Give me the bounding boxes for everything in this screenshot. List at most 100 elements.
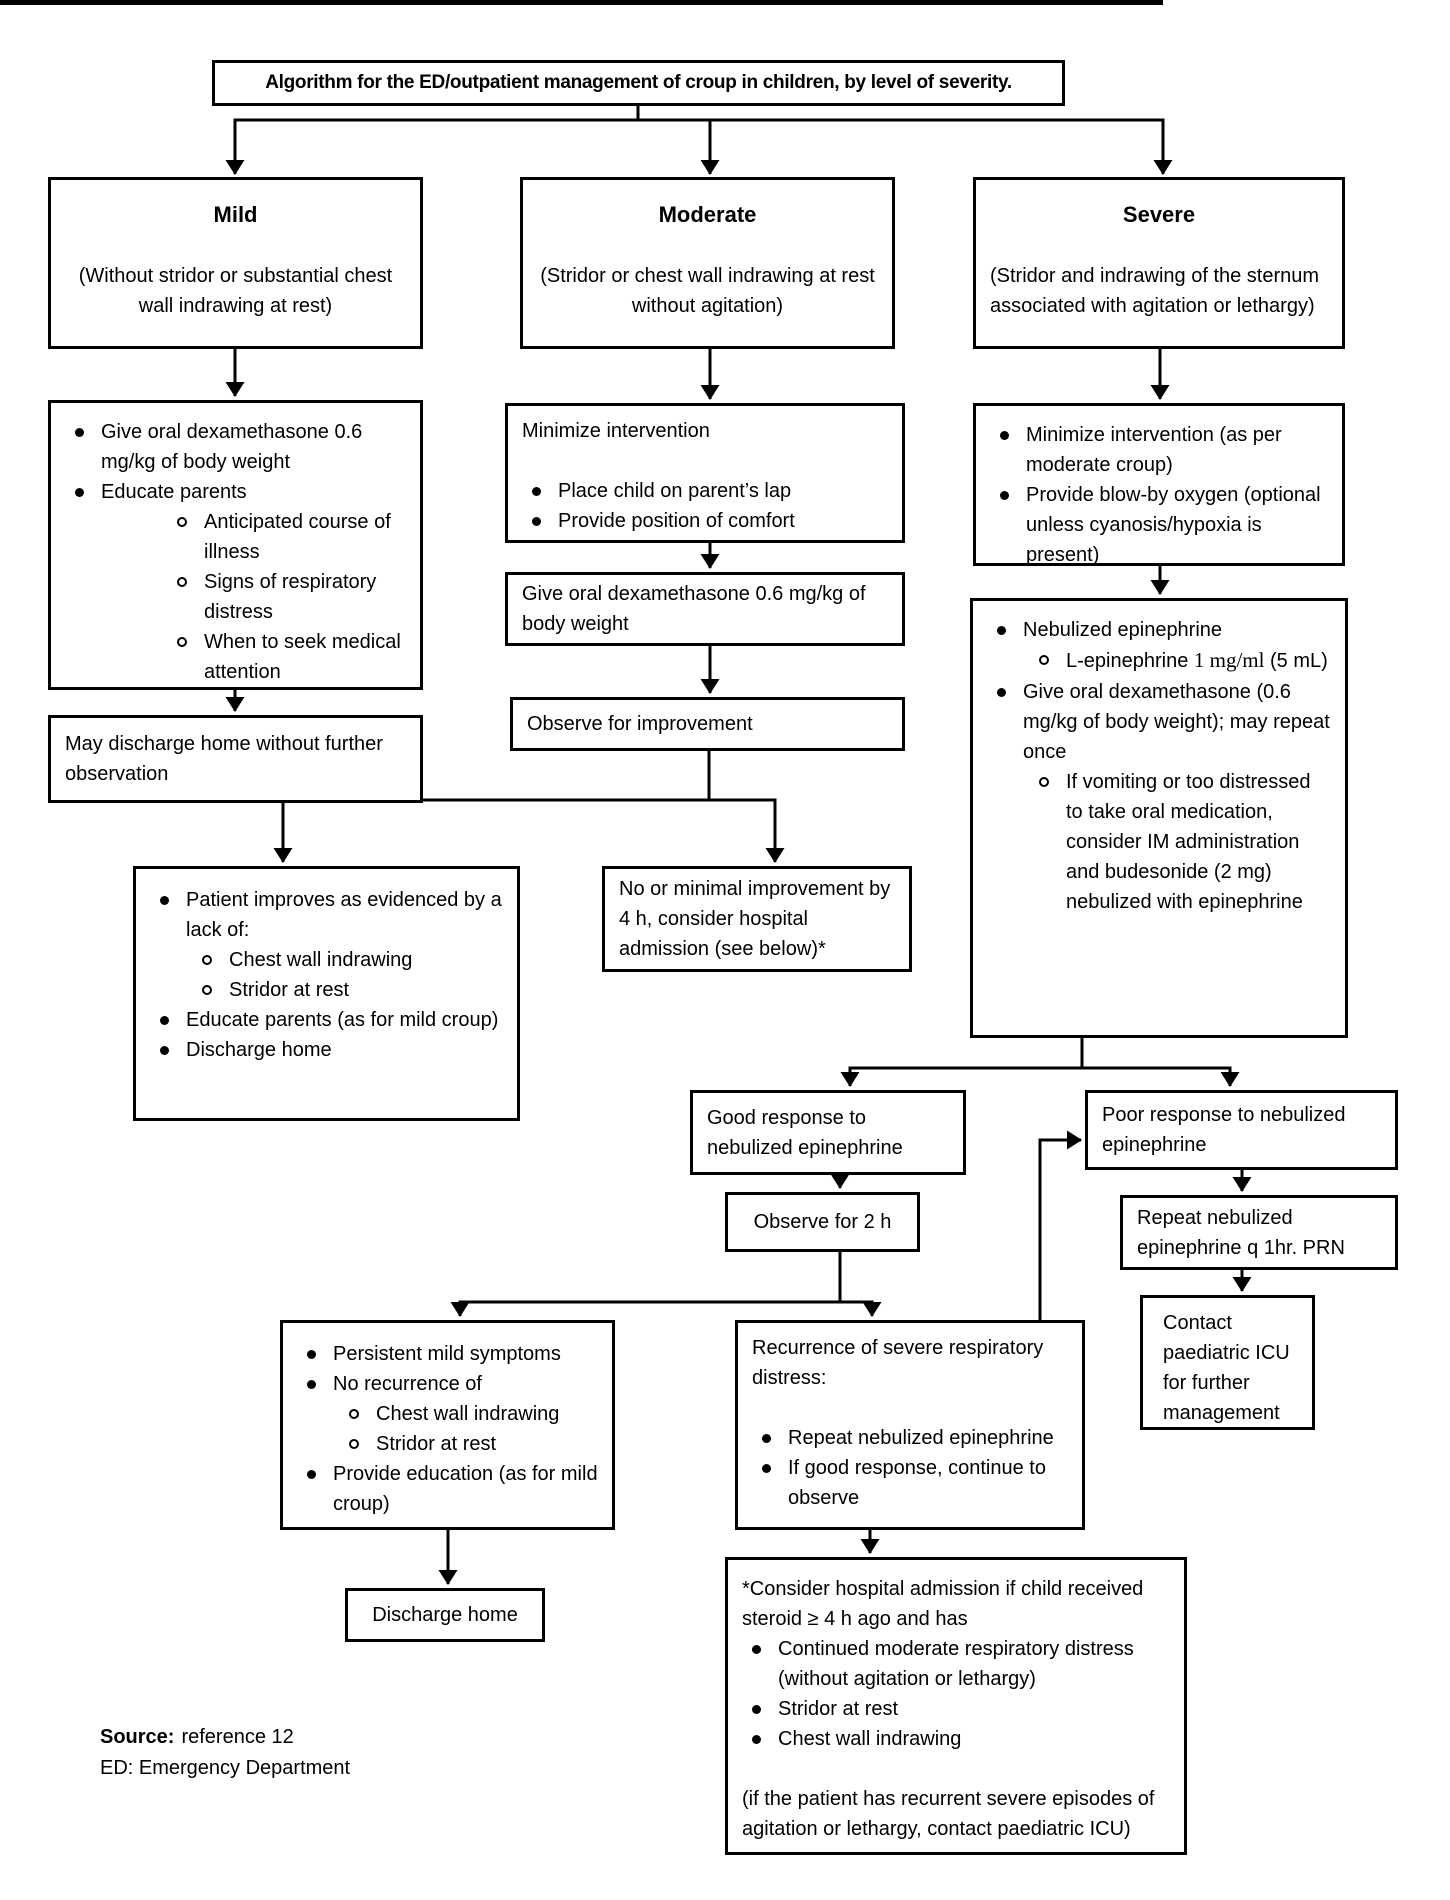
list-item-text: When to seek medical attention xyxy=(204,631,401,683)
list-item-text: Discharge home xyxy=(186,1039,332,1061)
moderate-minimize-box: Minimize intervention Place child on par… xyxy=(505,403,905,543)
list-item: Continued moderate respiratory distress … xyxy=(742,1634,1170,1694)
list-item: When to seek medical attention xyxy=(65,627,406,687)
list-item: Educate parents (as for mild croup) xyxy=(150,1005,503,1035)
mild-heading: Mild xyxy=(213,202,258,227)
bullet-icon xyxy=(1000,431,1009,440)
list-item-text: If vomiting or too distressed to take or… xyxy=(1066,770,1311,913)
mild-criteria-box: Mild (Without stridor or substantial che… xyxy=(48,177,423,349)
list-item: L-epinephrine 1 mg/ml (5 mL) xyxy=(987,645,1331,677)
list-item: Educate parents xyxy=(65,477,406,507)
severe-criteria-box: Severe (Stridor and indrawing of the ste… xyxy=(973,177,1345,349)
list-item-text: Provide education (as for mild croup) xyxy=(333,1463,598,1515)
hospital-admission-footnote-box: *Consider hospital admission if child re… xyxy=(725,1557,1187,1855)
box-text: May discharge home without further obser… xyxy=(65,733,383,785)
list-item-text: Provide position of comfort xyxy=(558,510,795,532)
source-label: Source: xyxy=(100,1726,175,1748)
list-item-text: Chest wall indrawing xyxy=(376,1403,560,1425)
recurrence-box: Recurrence of severe respiratory distres… xyxy=(735,1320,1085,1530)
bullet-icon xyxy=(160,1046,169,1055)
poor-response-box: Poor response to nebulized epinephrine xyxy=(1085,1090,1398,1170)
box-text: Discharge home xyxy=(372,1604,518,1626)
list-item: Give oral dexamethasone (0.6 mg/kg of bo… xyxy=(987,677,1331,767)
list-item-text: Minimize intervention (as per moderate c… xyxy=(1026,424,1282,476)
list-item: Place child on parent’s lap xyxy=(522,476,888,506)
list-item: Patient improves as evidenced by a lack … xyxy=(150,885,503,945)
bullet-icon xyxy=(752,1735,761,1744)
list: Repeat nebulized epinephrine If good res… xyxy=(752,1423,1068,1513)
observe-improvement-box: Observe for improvement xyxy=(510,697,905,751)
list: Place child on parent’s lap Provide posi… xyxy=(522,476,888,536)
source-value: reference 12 xyxy=(181,1726,294,1748)
page-title: Algorithm for the ED/outpatient manageme… xyxy=(265,71,1012,93)
circle-bullet-icon xyxy=(202,985,212,995)
bullet-icon xyxy=(752,1705,761,1714)
box-text: Repeat nebulized epinephrine q 1hr. PRN xyxy=(1137,1206,1345,1259)
bullet-icon xyxy=(75,488,84,497)
list-item-text: If good response, continue to observe xyxy=(788,1457,1046,1509)
list-item-text: Nebulized epinephrine xyxy=(1023,619,1223,641)
list-item-text: Place child on parent’s lap xyxy=(558,480,792,502)
list-item-text: Patient improves as evidenced by a lack … xyxy=(186,889,502,941)
circle-bullet-icon xyxy=(202,955,212,965)
patient-improves-box: Patient improves as evidenced by a lack … xyxy=(133,866,520,1121)
bullet-icon xyxy=(307,1380,316,1389)
severe-minimize-box: Minimize intervention (as per moderate c… xyxy=(973,403,1345,566)
list-item-text: No recurrence of xyxy=(333,1373,482,1395)
list-item-text: Signs of respiratory distress xyxy=(204,571,377,623)
list-item: Chest wall indrawing xyxy=(742,1724,1170,1754)
box-text: Good response to nebulized epinephrine xyxy=(707,1106,903,1159)
box-text: Observe for 2 h xyxy=(753,1211,892,1233)
list-item: Discharge home xyxy=(150,1035,503,1065)
abbreviation-line: ED: Emergency Department xyxy=(100,1757,351,1779)
title-box: Algorithm for the ED/outpatient manageme… xyxy=(212,60,1065,106)
list-item-text: Repeat nebulized epinephrine xyxy=(788,1427,1054,1449)
list-item: Stridor at rest xyxy=(150,975,503,1005)
list-item: If good response, continue to observe xyxy=(752,1453,1068,1513)
bullet-icon xyxy=(762,1434,771,1443)
list-item: Chest wall indrawing xyxy=(297,1399,598,1429)
bullet-icon xyxy=(307,1350,316,1359)
bullet-icon xyxy=(1000,491,1009,500)
bullet-icon xyxy=(762,1464,771,1473)
box-text: Contact paediatric ICU for further manag… xyxy=(1163,1312,1290,1424)
list-item-text: Stridor at rest xyxy=(778,1698,899,1720)
list-item: Nebulized epinephrine xyxy=(987,615,1331,645)
circle-bullet-icon xyxy=(177,577,187,587)
severe-epinephrine-box: Nebulized epinephrine L-epinephrine 1 mg… xyxy=(970,598,1348,1038)
circle-bullet-icon xyxy=(177,517,187,527)
box-text: Give oral dexamethasone 0.6 mg/kg of bod… xyxy=(522,583,866,635)
list-item-text: Continued moderate respiratory distress … xyxy=(778,1638,1134,1690)
list-item: Stridor at rest xyxy=(742,1694,1170,1724)
list-item-text: Anticipated course of illness xyxy=(204,511,391,563)
list-item: If vomiting or too distressed to take or… xyxy=(987,767,1331,917)
list-item: Repeat nebulized epinephrine xyxy=(752,1423,1068,1453)
list-item: Persistent mild symptoms xyxy=(297,1339,598,1369)
mild-discharge-box: May discharge home without further obser… xyxy=(48,715,423,803)
circle-bullet-icon xyxy=(349,1409,359,1419)
list-item: Provide blow-by oxygen (optional unless … xyxy=(990,480,1328,570)
list-item: Stridor at rest xyxy=(297,1429,598,1459)
severe-criteria-text: (Stridor and indrawing of the sternum as… xyxy=(990,265,1320,317)
list-item-text: Educate parents xyxy=(101,481,247,503)
bullet-icon xyxy=(307,1470,316,1479)
list-item-text: Provide blow-by oxygen (optional unless … xyxy=(1026,484,1321,566)
list-item-text: Chest wall indrawing xyxy=(229,949,413,971)
list-item-text: Educate parents (as for mild croup) xyxy=(186,1009,499,1031)
list-item: No recurrence of xyxy=(297,1369,598,1399)
list-item: Provide position of comfort xyxy=(522,506,888,536)
page-edge-line xyxy=(0,0,1163,5)
list-item-text: Persistent mild symptoms xyxy=(333,1343,561,1365)
moderate-dexamethasone-box: Give oral dexamethasone 0.6 mg/kg of bod… xyxy=(505,572,905,646)
circle-bullet-icon xyxy=(1039,776,1049,787)
list-item: Anticipated course of illness xyxy=(65,507,406,567)
moderate-criteria-text: (Stridor or chest wall indrawing at rest… xyxy=(540,265,875,317)
list-item-text: Give oral dexamethasone 0.6 mg/kg of bod… xyxy=(101,421,363,473)
list-item: Minimize intervention (as per moderate c… xyxy=(990,420,1328,480)
repeat-epinephrine-box: Repeat nebulized epinephrine q 1hr. PRN xyxy=(1120,1195,1398,1270)
discharge-home-box: Discharge home xyxy=(345,1588,545,1642)
list-item-text: L-epinephrine 1 mg/ml (5 mL) xyxy=(1049,645,1331,677)
list-item-text: Give oral dexamethasone (0.6 mg/kg of bo… xyxy=(1023,680,1330,763)
